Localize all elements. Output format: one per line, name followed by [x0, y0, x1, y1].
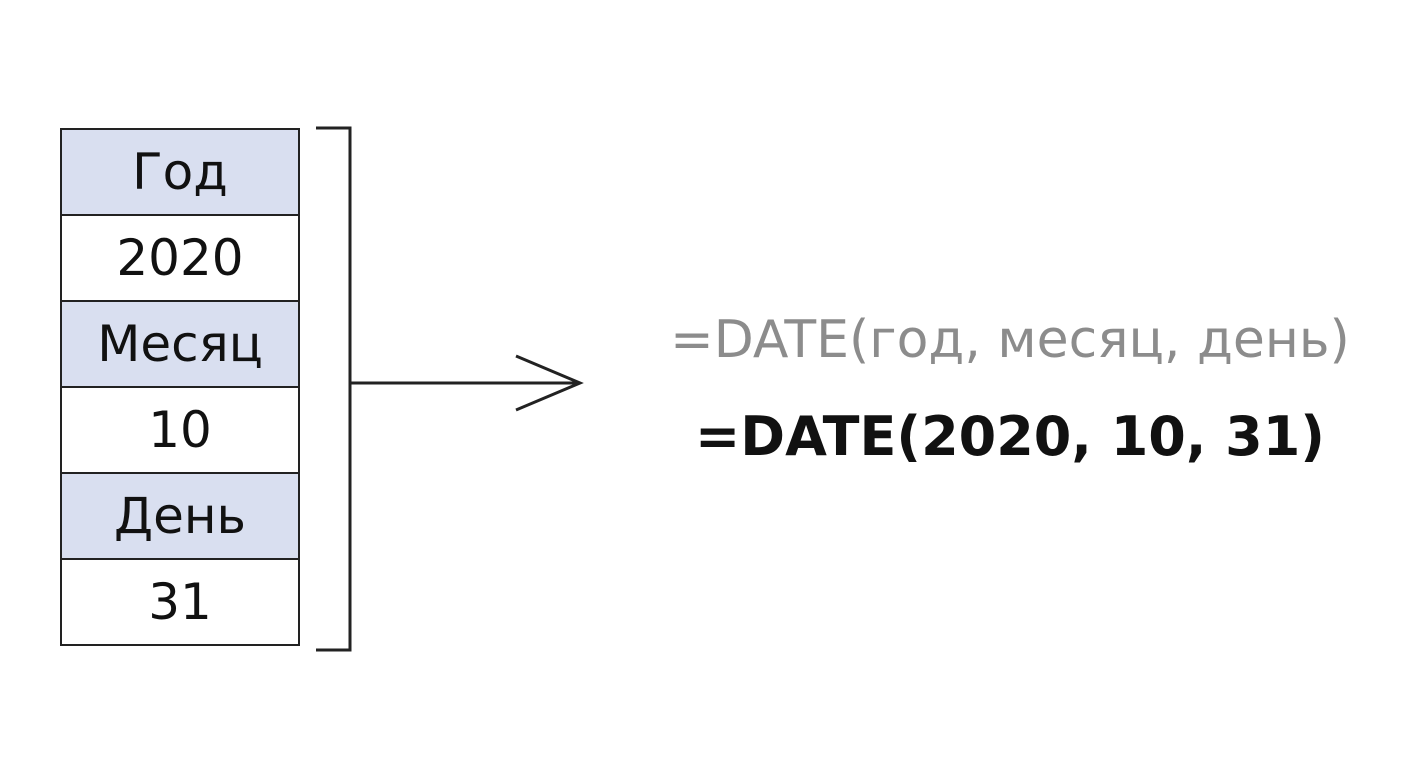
cell-year-header: Год [62, 130, 298, 216]
cell-month-header: Месяц [62, 302, 298, 388]
cell-year-value: 2020 [62, 216, 298, 302]
bracket [316, 126, 352, 652]
cell-month-value: 10 [62, 388, 298, 474]
cells-table: Год 2020 Месяц 10 День 31 [60, 128, 300, 646]
formula-example: =DATE(2020, 10, 31) [695, 405, 1325, 468]
cell-day-value: 31 [62, 560, 298, 646]
arrow-head-icon [515, 354, 584, 412]
cell-day-header: День [62, 474, 298, 560]
formula-syntax: =DATE(год, месяц, день) [670, 310, 1350, 370]
